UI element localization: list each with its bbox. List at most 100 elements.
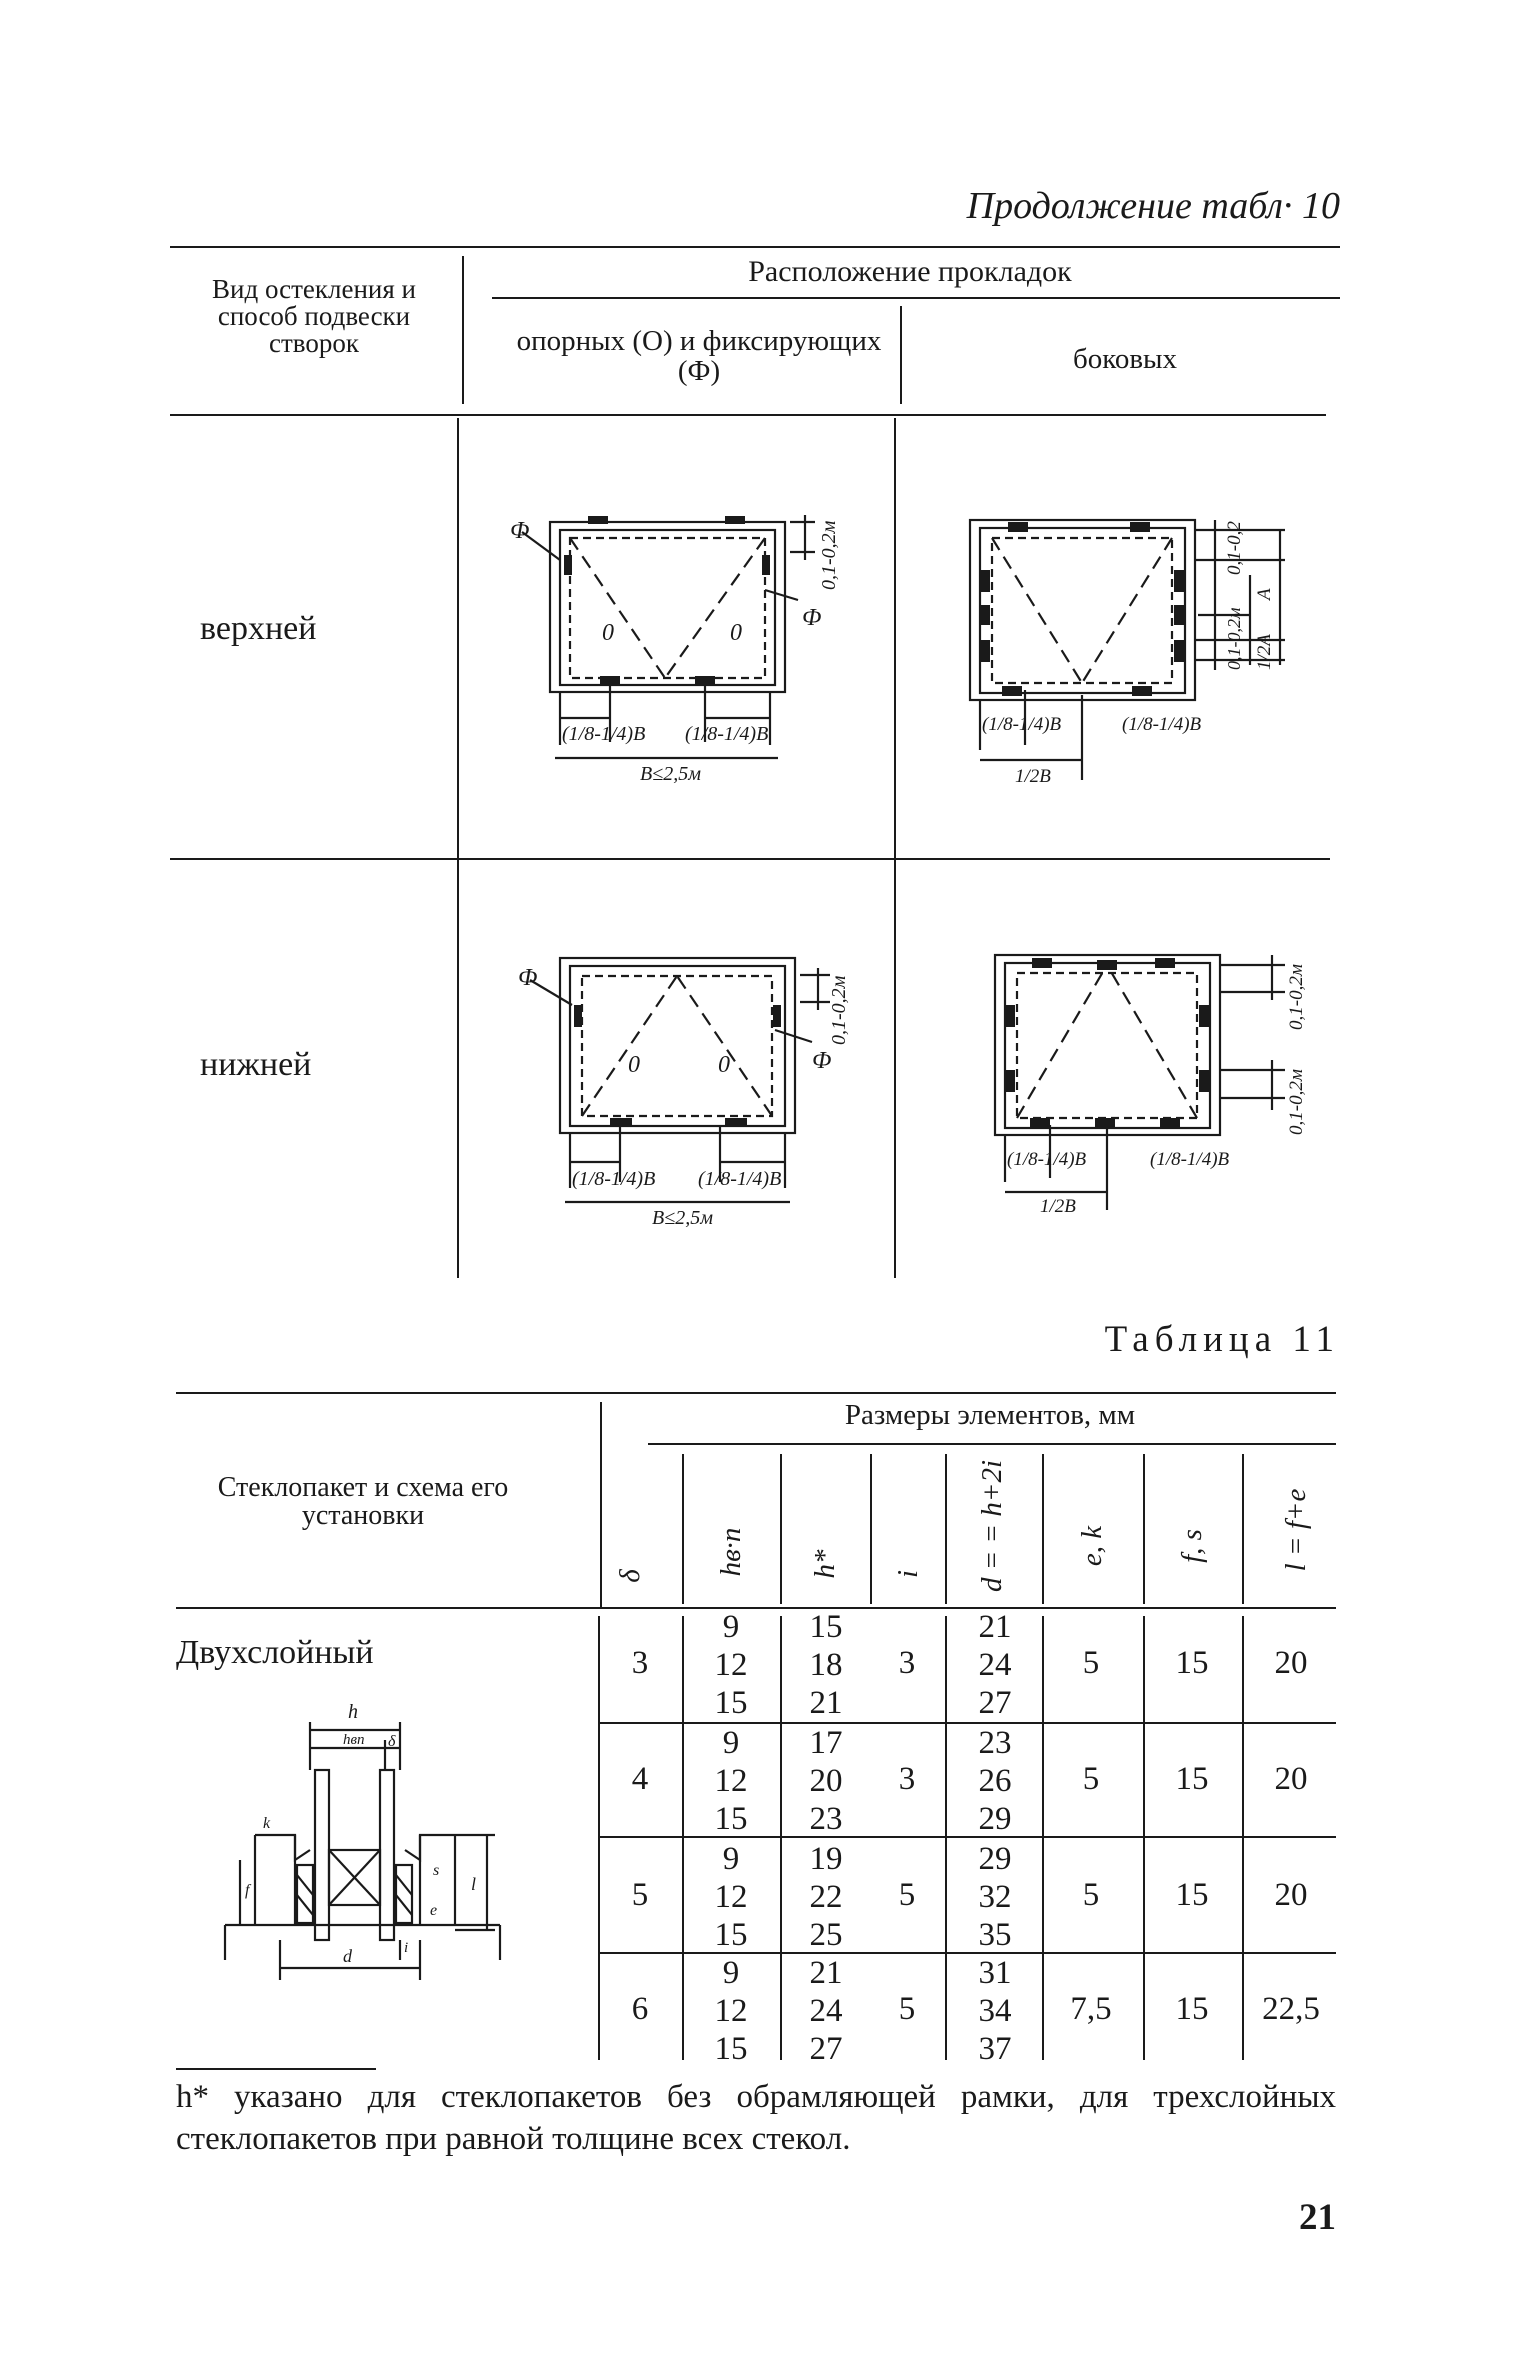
table11-header-rule <box>176 1607 1336 1609</box>
table11-title: Таблица 11 <box>1104 1319 1340 1360</box>
col-header-hvp: hв·п <box>715 1527 747 1577</box>
table10-body-col1-rule <box>457 418 459 1278</box>
table11-col1-divider <box>600 1402 602 1608</box>
s-label: s <box>433 1862 439 1879</box>
dim-left: (1/8-1/4)B <box>562 723 645 745</box>
phi-label: Ф <box>518 965 537 991</box>
gap-top-label: 0,1-0,2 <box>1224 521 1245 575</box>
cell-delta: 3 <box>631 1645 649 1681</box>
group-divider <box>598 1952 1336 1954</box>
body-rule <box>682 1616 684 2060</box>
table11-group-header: Размеры элементов, мм <box>844 1399 1136 1431</box>
gap-top-label: 0,1-0,2м <box>1286 964 1307 1030</box>
half-a-label: 1/2A <box>1254 634 1275 670</box>
col-rule <box>1242 1454 1244 1604</box>
half-b-label: 1/2B <box>1040 1196 1076 1217</box>
row-label-upper: верхней <box>200 610 317 647</box>
body-rule <box>780 1616 782 2060</box>
cell-l: 22,5 <box>1262 1991 1320 2027</box>
e-label: e <box>430 1902 437 1919</box>
table10-row-divider <box>170 858 1330 860</box>
footnote-text: h* указано для стеклопакетов без обрамля… <box>176 2079 1336 2157</box>
cell-l: 20 <box>1274 1645 1308 1681</box>
footnote-rule <box>176 2068 376 2070</box>
gap-mid-label: 0,1-0,2м <box>1224 607 1244 670</box>
cell-e: 5 <box>1082 1761 1100 1797</box>
cell-i: 3 <box>898 1645 916 1681</box>
dim-left: (1/8-1/4)B <box>982 714 1062 735</box>
body-rule <box>1042 1616 1044 2060</box>
cell-delta: 6 <box>631 1991 649 2027</box>
table10-col2-header: опорных (О) и фиксирующих (Ф) <box>516 325 882 387</box>
d-label: d <box>343 1946 353 1966</box>
body-rule <box>945 1616 947 2060</box>
cell-e: 7,5 <box>1070 1991 1112 2027</box>
fig-double-glazing-schema: h hвп δ k f s e l i d <box>223 1701 502 1980</box>
i-label: i <box>404 1940 408 1956</box>
fig-lower-support: Ф 0 0 Ф 0,1-0,2м (1/8-1/4)B (1/8-1/4)B B… <box>518 956 850 1229</box>
cell-i: 3 <box>898 1761 916 1797</box>
group-divider <box>598 1836 1336 1838</box>
dim-right: (1/8-1/4)B <box>685 723 768 745</box>
table11-group-rule <box>648 1443 1336 1445</box>
col-rule <box>780 1454 782 1604</box>
phi-label: Ф <box>510 518 529 544</box>
table10-col1-header: Вид остекления и способ подвески створок <box>212 274 416 358</box>
col-header-delta: δ <box>614 1569 646 1583</box>
width-label: B≤2,5м <box>640 763 701 785</box>
table11-col1-header: Стеклопакет и схема его установки <box>217 1472 509 1531</box>
col-header-e: e, k <box>1076 1525 1108 1567</box>
cell-f: 15 <box>1175 1991 1209 2027</box>
table10-col1-divider <box>462 256 464 404</box>
f-label: f <box>245 1882 252 1899</box>
cell-e: 5 <box>1082 1645 1100 1681</box>
phi-label: Ф <box>812 1048 831 1074</box>
body-rule <box>1242 1616 1244 2060</box>
width-label: B≤2,5м <box>652 1207 713 1229</box>
table11-top-rule <box>176 1392 1336 1394</box>
dim-left: (1/8-1/4)B <box>572 1168 655 1190</box>
o-label: 0 <box>628 1052 640 1078</box>
fig-lower-side: 0,1-0,2м 0,1-0,2м (1/8-1/4)B (1/8-1/4)B … <box>993 953 1307 1217</box>
gap-bottom-label: 0,1-0,2м <box>1286 1069 1307 1135</box>
table10-col3-header: боковых <box>1072 343 1178 375</box>
body-rule <box>1143 1616 1145 2060</box>
fig-upper-support: Ф 0 0 Ф 0,1-0,2м (1/8-1/4)B (1/8-1/4)B B… <box>510 515 840 785</box>
o-label: 0 <box>730 620 742 646</box>
col-rule <box>682 1454 684 1604</box>
row-label-double: Двухслойный <box>176 1634 374 1671</box>
cell-delta: 4 <box>631 1761 649 1797</box>
col-rule <box>1143 1454 1145 1604</box>
continuation-title: Продолжение табл· 10 <box>966 185 1340 227</box>
o-label: 0 <box>718 1052 730 1078</box>
dim-right: (1/8-1/4)B <box>1150 1149 1230 1170</box>
delta-label: δ <box>388 1733 396 1750</box>
group-divider <box>598 1722 1336 1724</box>
page-number: 21 <box>1299 2197 1336 2238</box>
col-header-f: f, s <box>1176 1529 1208 1563</box>
col-header-h: h* <box>809 1549 841 1579</box>
table10-col2-divider <box>900 306 902 404</box>
row-label-lower: нижней <box>200 1046 312 1083</box>
l-label: l <box>471 1874 476 1894</box>
dim-right: (1/8-1/4)B <box>698 1168 781 1190</box>
cell-delta: 5 <box>631 1877 649 1913</box>
dim-left: (1/8-1/4)B <box>1007 1149 1087 1170</box>
cell-f: 15 <box>1175 1877 1209 1913</box>
phi-label: Ф <box>802 605 821 631</box>
table10-top-rule <box>170 246 1340 248</box>
cell-i: 5 <box>898 1877 916 1913</box>
col-header-d: d = = h+2i <box>976 1460 1008 1593</box>
a-label: A <box>1254 588 1275 602</box>
col-rule <box>870 1454 872 1604</box>
k-label: k <box>263 1815 271 1832</box>
table10-body-col2-rule <box>894 418 896 1278</box>
